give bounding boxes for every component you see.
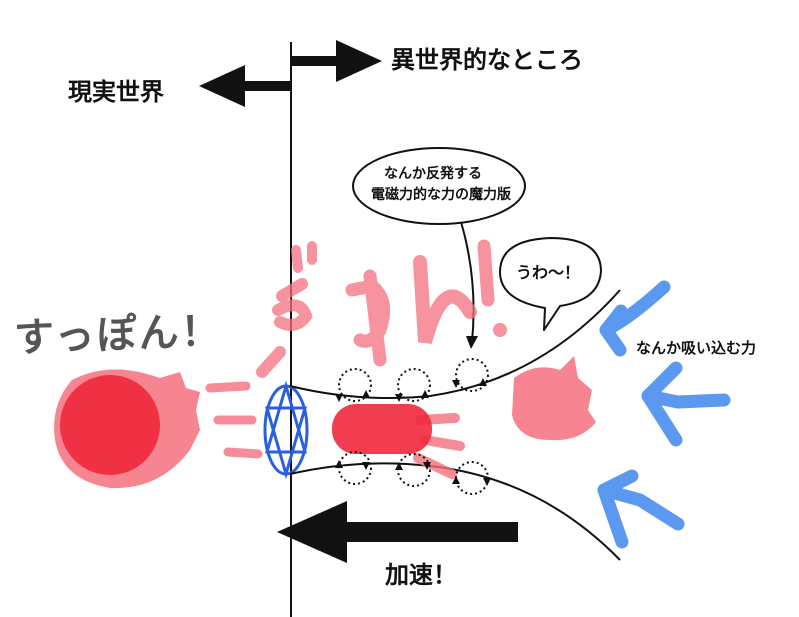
suppon-handwriting: すっぽん！ <box>13 308 224 362</box>
magic-circle <box>263 380 309 480</box>
repel-speech-bubble <box>352 147 526 349</box>
suction-force-label: なんか吸い込む力 <box>636 339 757 357</box>
accelerate-label: 加速！ <box>385 561 457 589</box>
gyun-marker-strokes <box>256 239 507 378</box>
other-world-label: 異世界的なところ <box>391 46 583 74</box>
repel-bubble-line1: なんか反発する <box>384 166 482 182</box>
repel-bubble-line2: 電磁力的な力の魔力版 <box>371 187 511 203</box>
red-ball-left <box>54 369 263 489</box>
wow-speech-bubble <box>499 237 602 331</box>
real-world-label: 現実世界 <box>68 78 164 106</box>
suction-arrows <box>597 280 731 549</box>
red-ball-right <box>512 356 596 441</box>
arrow-right-other-world <box>292 40 382 82</box>
vortex-arrowheads <box>335 378 491 486</box>
arrow-left-real-world <box>199 65 290 107</box>
red-ball-middle <box>332 404 465 479</box>
wow-bubble-text: うわ〜！ <box>516 263 581 282</box>
accelerate-arrow <box>277 501 518 563</box>
